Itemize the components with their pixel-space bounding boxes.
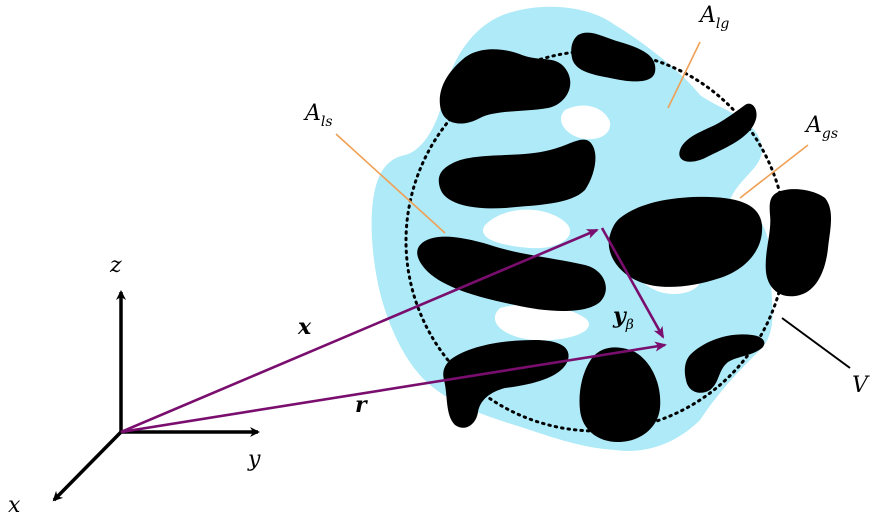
gas-pocket: [560, 105, 611, 140]
leader-line-A-gs: [739, 144, 809, 199]
position-vectors: [120, 227, 667, 434]
leader-line-A-ls: [335, 133, 446, 234]
solid-phase: [417, 32, 832, 442]
A-ls-main: A: [303, 101, 321, 126]
A-lg-main: A: [698, 3, 716, 28]
solid-particle: [443, 340, 569, 428]
solid-particle: [765, 189, 832, 297]
y-beta-main: y: [612, 303, 628, 329]
solid-particle: [417, 236, 606, 311]
coordinate-axes: [52, 290, 260, 502]
vector-r: [120, 341, 667, 434]
A-gs-sub: gs: [822, 126, 838, 142]
solid-particle: [571, 32, 656, 82]
vector-y-beta: [600, 227, 665, 339]
vector-y-beta-label: yβ: [612, 303, 634, 333]
x-axis: [52, 430, 123, 502]
z-axis-label: z: [109, 253, 122, 278]
solid-particle: [579, 347, 661, 442]
A-lg-label: Alg: [698, 3, 729, 32]
solid-particle: [684, 334, 765, 393]
vector-r-label: r: [355, 392, 368, 418]
A-gs-label: Ags: [804, 113, 838, 142]
A-lg-sub: lg: [716, 16, 729, 32]
A-ls-label: Als: [303, 101, 333, 130]
leader-line-A-lg: [667, 41, 701, 109]
x-axis-label: x: [8, 493, 21, 518]
A-ls-sub: ls: [321, 114, 333, 130]
gas-pocket: [483, 209, 571, 249]
y-beta-sub: β: [625, 317, 634, 333]
vector-x: [120, 228, 599, 434]
leader-line-V: [781, 317, 851, 369]
solid-particle: [438, 139, 596, 209]
y-axis-label: y: [247, 447, 261, 472]
volume-label: V: [852, 373, 870, 398]
solid-particle: [439, 49, 571, 124]
A-gs-main: A: [804, 113, 822, 138]
solid-particle: [608, 196, 763, 287]
gas-pocket: [494, 304, 589, 341]
vector-x-label: x: [297, 314, 312, 340]
solid-particle: [679, 103, 757, 162]
